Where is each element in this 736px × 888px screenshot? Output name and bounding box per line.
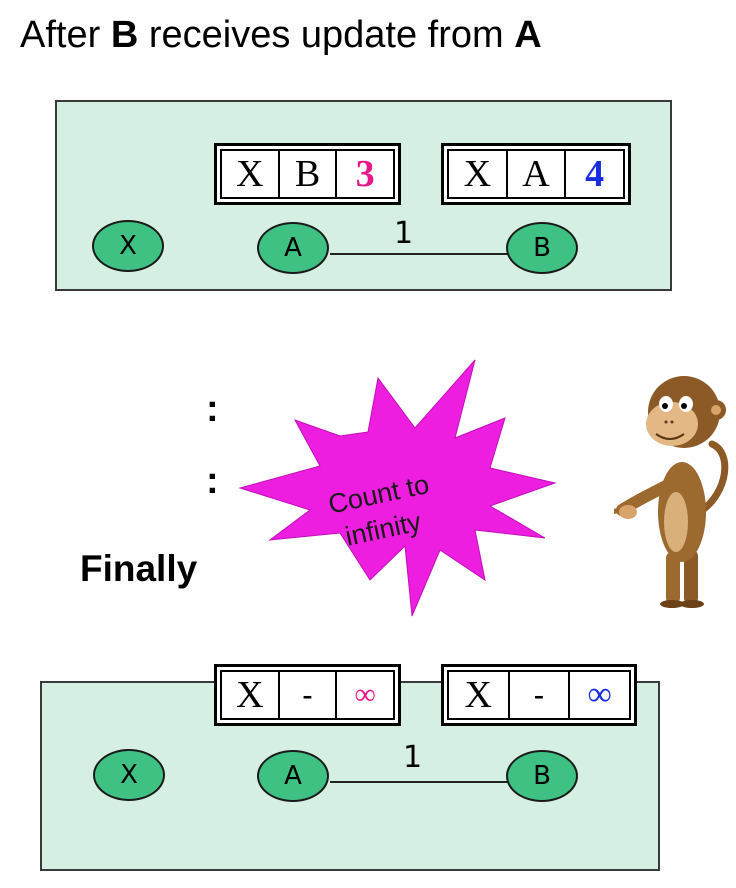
bottom-node-a: A — [257, 750, 329, 802]
table-cell-dest: X — [463, 153, 492, 195]
table-cell-next-hop: - — [277, 672, 336, 718]
bottom-node-b: B — [506, 750, 578, 802]
top-routing-table-a: X B 3 — [214, 143, 401, 205]
top-routing-table-b: X A 4 — [441, 143, 631, 205]
top-node-b: B — [506, 222, 578, 274]
title-bold-b: B — [110, 14, 139, 56]
top-link-cost: 1 — [394, 216, 414, 251]
ellipsis-dots-1: : — [206, 388, 219, 430]
title-prefix: After — [20, 14, 111, 56]
slide-title: After B receives update from A — [20, 14, 542, 57]
table-cell-cost: ∞ — [568, 672, 629, 718]
bottom-link-cost: 1 — [403, 740, 423, 775]
ellipsis-dots-2: : — [206, 460, 219, 502]
table-cell-cost: 3 — [335, 151, 393, 197]
top-node-x: X — [92, 220, 164, 272]
finally-label: Finally — [80, 548, 198, 589]
bottom-routing-table-a: X - ∞ — [214, 664, 401, 726]
starburst-shape — [238, 359, 557, 617]
bottom-link-a-b — [330, 781, 510, 783]
table-cell-next-hop: B — [277, 151, 336, 197]
table-cell-cost: ∞ — [335, 672, 393, 718]
table-cell-next-hop: A — [505, 151, 565, 197]
table-cell-cost: 4 — [564, 151, 623, 197]
table-cell-dest: X — [236, 674, 264, 716]
table-cell-dest: X — [464, 674, 493, 716]
top-link-a-b — [330, 253, 510, 255]
count-to-infinity-burst: Count to infinity — [238, 359, 557, 617]
table-cell-dest: X — [236, 153, 264, 195]
top-node-a: A — [257, 222, 329, 274]
monkey-illustration — [614, 376, 729, 608]
title-bold-a: A — [514, 14, 542, 56]
bottom-routing-table-b: X - ∞ — [441, 664, 637, 726]
table-cell-next-hop: - — [507, 672, 569, 718]
title-middle: receives update from — [138, 14, 515, 56]
bottom-node-x: X — [93, 749, 165, 801]
